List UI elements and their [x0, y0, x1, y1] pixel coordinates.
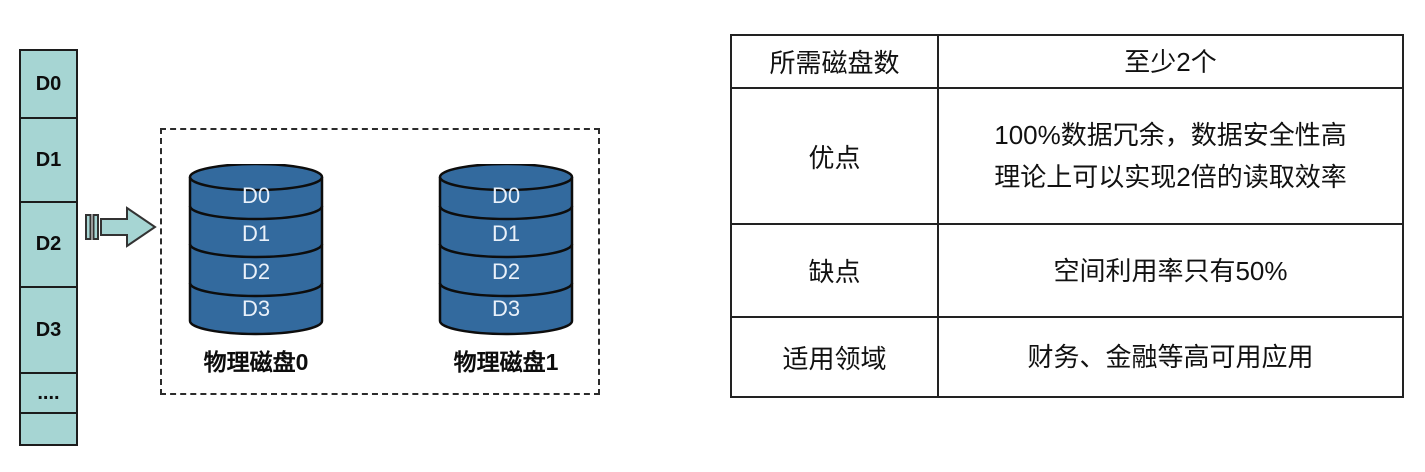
data-stripe-column: D0 D1 D2 D3 .... [19, 49, 78, 446]
row-header-cell: 适用领域 [732, 318, 939, 396]
value-line: 至少2个 [1124, 46, 1217, 77]
disk-segment-label: D2 [492, 259, 520, 284]
disk-cylinder-1: D0 D1 D2 D3 [438, 164, 574, 336]
stripe-block: D2 [21, 203, 76, 288]
block-arrow-right-icon [85, 206, 157, 248]
disk-segment-label: D1 [242, 221, 270, 246]
disk-caption: 物理磁盘0 [203, 349, 309, 375]
raid-group-box [160, 128, 600, 395]
row-value-cell: 空间利用率只有50% [939, 225, 1402, 316]
disk-segment-label: D1 [492, 221, 520, 246]
table-row: 所需磁盘数 至少2个 [732, 36, 1402, 89]
row-header-cell: 缺点 [732, 225, 939, 316]
stripe-block: D0 [21, 51, 76, 119]
disk-segment-label: D0 [242, 183, 270, 208]
disk-segment-label: D0 [492, 183, 520, 208]
disk-segment-label: D2 [242, 259, 270, 284]
row-value-cell: 财务、金融等高可用应用 [939, 318, 1402, 396]
raid1-characteristics-table: 所需磁盘数 至少2个 优点 100%数据冗余，数据安全性高 理论上可以实现2倍的… [730, 34, 1404, 398]
row-value-cell: 100%数据冗余，数据安全性高 理论上可以实现2倍的读取效率 [939, 89, 1402, 223]
stripe-block-label: D2 [35, 233, 62, 255]
disk-cylinder-0: D0 D1 D2 D3 [188, 164, 324, 336]
disk-segment-label: D3 [242, 296, 270, 321]
stripe-block-label: D3 [35, 318, 62, 341]
row-value-cell: 至少2个 [939, 36, 1402, 87]
value-line: 100%数据冗余，数据安全性高 [994, 120, 1347, 150]
value-line: 理论上可以实现2倍的读取效率 [994, 162, 1347, 192]
value-line: 财务、金融等高可用应用 [1027, 342, 1314, 372]
stripe-block [21, 414, 76, 444]
stripe-block: D3 [21, 288, 76, 374]
row-header-cell: 优点 [732, 89, 939, 223]
stripe-block-label: .... [37, 381, 60, 404]
value-line: 空间利用率只有50% [1053, 255, 1288, 286]
disk-caption: 物理磁盘1 [453, 349, 559, 375]
table-row: 优点 100%数据冗余，数据安全性高 理论上可以实现2倍的读取效率 [732, 89, 1402, 225]
stripe-block-label: D0 [35, 72, 62, 95]
row-header-cell: 所需磁盘数 [732, 36, 939, 87]
disk-segment-label: D3 [492, 296, 520, 321]
table-row: 缺点 空间利用率只有50% [732, 225, 1402, 318]
stripe-block: .... [21, 374, 76, 414]
stripe-block: D1 [21, 119, 76, 203]
table-row: 适用领域 财务、金融等高可用应用 [732, 318, 1402, 396]
stripe-block-label: D1 [35, 148, 62, 171]
